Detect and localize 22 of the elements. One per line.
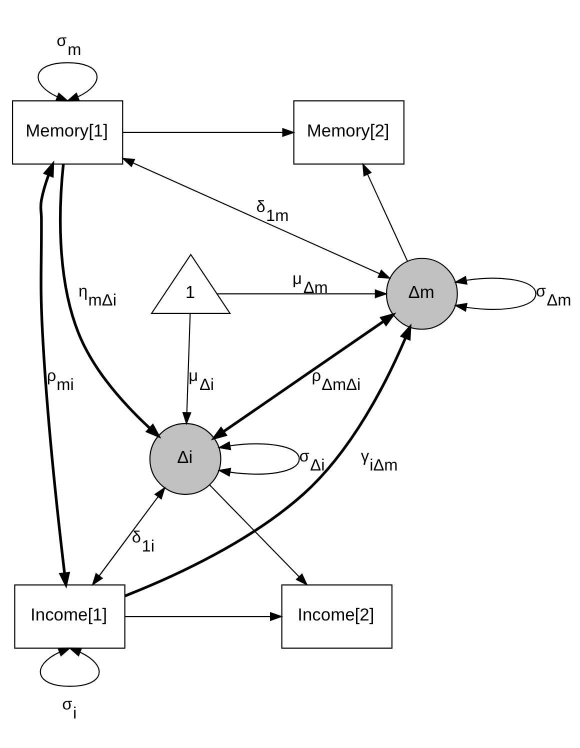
arrow xyxy=(454,275,536,312)
arrow xyxy=(40,647,100,686)
arrow xyxy=(125,611,284,621)
node-box: Memory[2] xyxy=(293,100,404,164)
arrow xyxy=(209,484,308,586)
arrow xyxy=(218,440,300,476)
node-circle: Δm xyxy=(386,257,458,330)
node-box: Income[1] xyxy=(14,584,126,648)
arrow xyxy=(59,164,162,438)
node-box: Income[2] xyxy=(281,584,392,648)
arrow xyxy=(182,313,192,425)
arrow xyxy=(362,162,408,262)
arrow xyxy=(122,127,296,137)
node-circle: Δi xyxy=(149,422,222,494)
arrow xyxy=(217,288,388,298)
arrow xyxy=(92,486,166,586)
arrow xyxy=(39,160,70,588)
arrow xyxy=(210,312,396,440)
arrow xyxy=(121,157,392,278)
node-box: Memory[1] xyxy=(12,100,124,164)
arrow xyxy=(124,323,412,597)
arrow xyxy=(38,62,98,101)
